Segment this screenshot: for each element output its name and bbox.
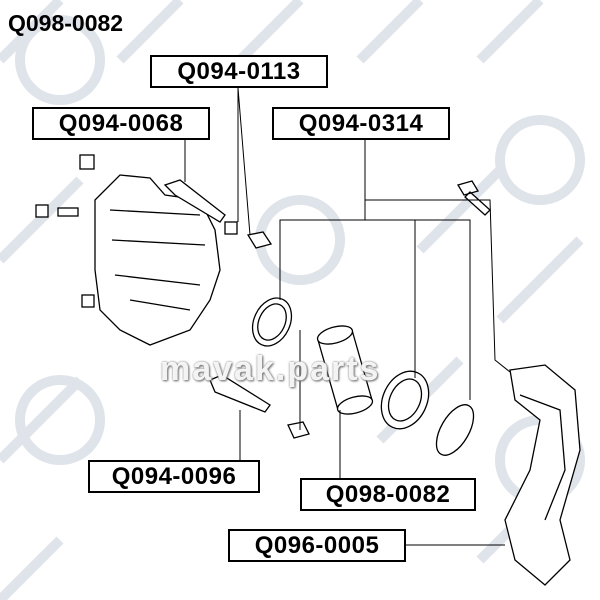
leader-lines bbox=[184, 87, 511, 546]
part-label-q094-0068[interactable]: Q094-0068 bbox=[32, 107, 210, 140]
o-ring bbox=[435, 404, 475, 456]
part-label-q094-0314[interactable]: Q094-0314 bbox=[272, 107, 450, 140]
part-label-q096-0005[interactable]: Q096-0005 bbox=[228, 529, 406, 562]
caliper-bracket bbox=[504, 364, 581, 586]
caliper-housing bbox=[94, 174, 221, 346]
part-label-q094-0113[interactable]: Q094-0113 bbox=[150, 55, 328, 88]
page-title: Q098-0082 bbox=[8, 10, 124, 36]
part-label-q098-0082[interactable]: Q098-0082 bbox=[300, 478, 476, 511]
guide-pin-upper bbox=[163, 179, 226, 223]
watermark-text: mavak.parts bbox=[160, 350, 381, 388]
guide-pin-lower bbox=[209, 374, 271, 413]
part-label-q094-0096[interactable]: Q094-0096 bbox=[88, 460, 260, 493]
parts bbox=[35, 154, 581, 586]
